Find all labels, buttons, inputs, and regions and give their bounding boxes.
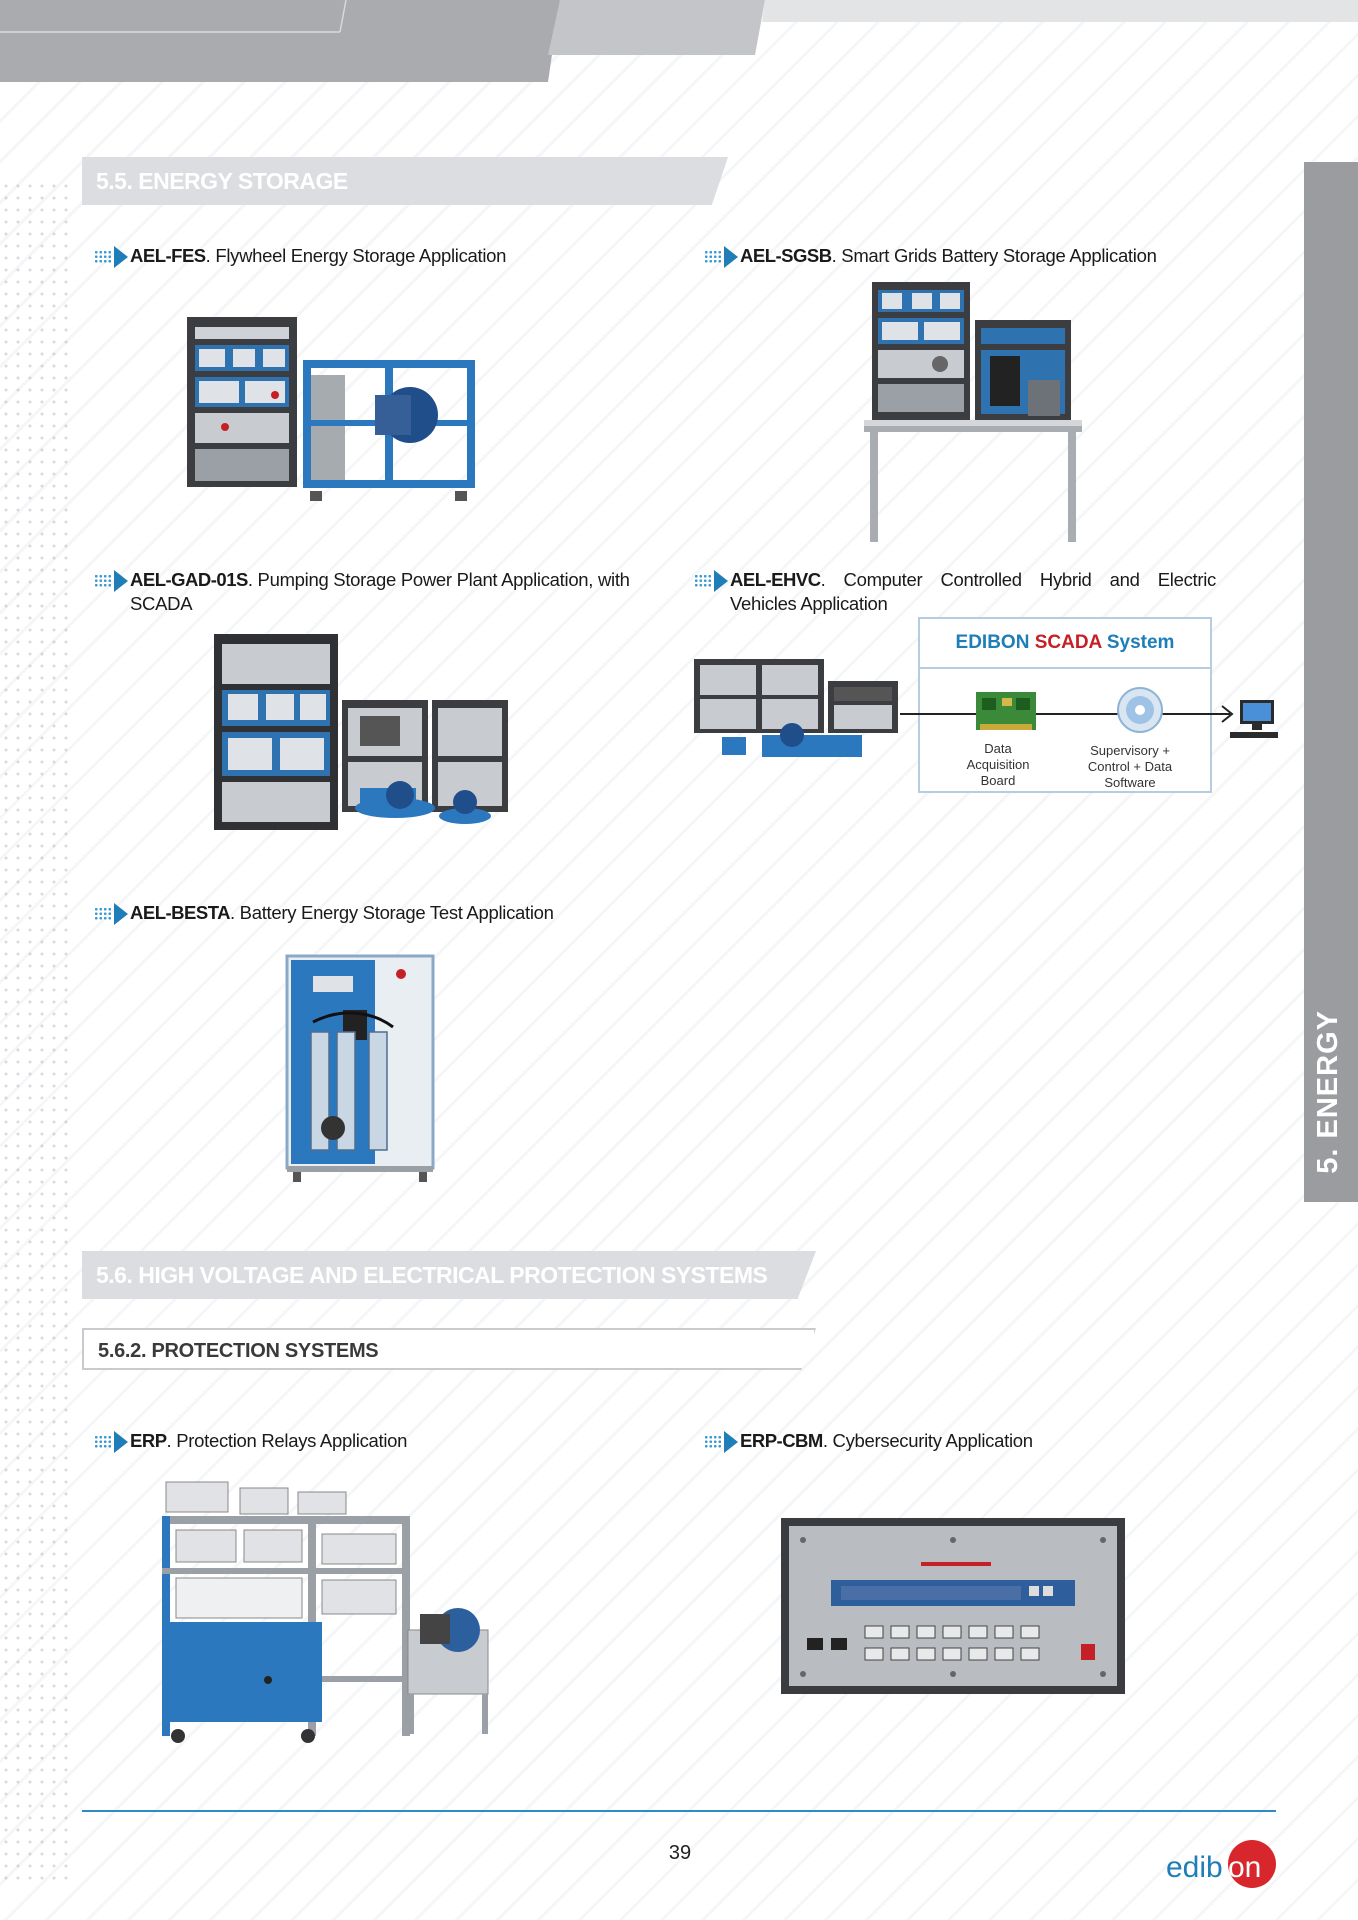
footer-rule — [82, 1810, 1276, 1812]
product-description: . Battery Energy Storage Test Applicatio… — [230, 902, 554, 923]
chapter-label: 5. ENERGY — [1312, 1010, 1344, 1174]
product-ael-ehvc[interactable]: AEL-EHVC. Computer Controlled Hybrid and… — [692, 568, 1216, 616]
scada-title: EDIBON SCADA System — [920, 619, 1210, 669]
subsection-title: 5.6.2. PROTECTION SYSTEMS — [98, 1340, 379, 1362]
product-code: AEL-EHVC — [730, 569, 821, 590]
arrow-bullet-icon — [702, 244, 740, 270]
arrow-bullet-icon — [92, 244, 130, 270]
header-band — [0, 0, 1358, 82]
arrow-bullet-icon — [92, 1429, 130, 1455]
subsection-header-protection-systems: 5.6.2. PROTECTION SYSTEMS — [82, 1328, 816, 1370]
page-number: 39 — [668, 1842, 692, 1864]
product-description: . Smart Grids Battery Storage Applicatio… — [831, 245, 1157, 266]
product-photo-erp-cbm — [781, 1518, 1125, 1694]
product-photo-ael-sgsb — [864, 282, 1082, 542]
product-photo-ael-besta — [285, 954, 435, 1182]
arrow-bullet-icon — [92, 568, 130, 594]
arrow-bullet-icon — [692, 568, 730, 594]
product-photo-erp — [162, 1481, 489, 1743]
product-ael-gad-01s[interactable]: AEL-GAD-01S. Pumping Storage Power Plant… — [92, 568, 666, 616]
product-photo-ael-fes — [187, 317, 475, 501]
product-ael-besta[interactable]: AEL-BESTA. Battery Energy Storage Test A… — [92, 901, 652, 927]
product-description: . Flywheel Energy Storage Application — [205, 245, 507, 266]
product-code: ERP-CBM — [740, 1430, 823, 1451]
product-ael-fes[interactable]: AEL-FES. Flywheel Energy Storage Applica… — [92, 244, 652, 270]
arrow-bullet-icon — [92, 901, 130, 927]
product-code: AEL-FES — [130, 245, 206, 266]
chapter-side-tab: 5. ENERGY — [1304, 162, 1358, 1202]
product-photo-ael-gad-01s — [214, 634, 508, 830]
background-dot-pattern — [0, 180, 70, 1880]
section-title: 5.5. ENERGY STORAGE — [96, 168, 348, 194]
product-code: AEL-SGSB — [740, 245, 832, 266]
arrow-bullet-icon — [702, 1429, 740, 1455]
svg-text:on: on — [1228, 1851, 1261, 1884]
svg-text:edib: edib — [1166, 1851, 1223, 1884]
edibon-logo: edib on — [1166, 1840, 1276, 1888]
section-header-energy-storage: 5.5. ENERGY STORAGE — [82, 157, 728, 205]
product-description: . Protection Relays Application — [166, 1430, 408, 1451]
product-erp-cbm[interactable]: ERP-CBM. Cybersecurity Application — [702, 1429, 1262, 1455]
section-header-high-voltage: 5.6. HIGH VOLTAGE AND ELECTRICAL PROTECT… — [82, 1251, 816, 1299]
section-title: 5.6. HIGH VOLTAGE AND ELECTRICAL PROTECT… — [96, 1262, 768, 1288]
product-ael-sgsb[interactable]: AEL-SGSB. Smart Grids Battery Storage Ap… — [702, 244, 1262, 270]
scada-flow-graphic — [900, 687, 1278, 738]
product-erp[interactable]: ERP. Protection Relays Application — [92, 1429, 652, 1455]
product-description: . Pumping Storage Power Plant Applicatio… — [130, 569, 630, 614]
product-code: AEL-BESTA — [130, 902, 231, 923]
product-code: AEL-GAD-01S — [130, 569, 248, 590]
product-photo-ael-ehvc — [694, 659, 898, 757]
product-description: . Computer Controlled Hybrid and Electri… — [730, 569, 1216, 614]
product-code: ERP — [130, 1430, 167, 1451]
product-description: . Cybersecurity Application — [822, 1430, 1033, 1451]
